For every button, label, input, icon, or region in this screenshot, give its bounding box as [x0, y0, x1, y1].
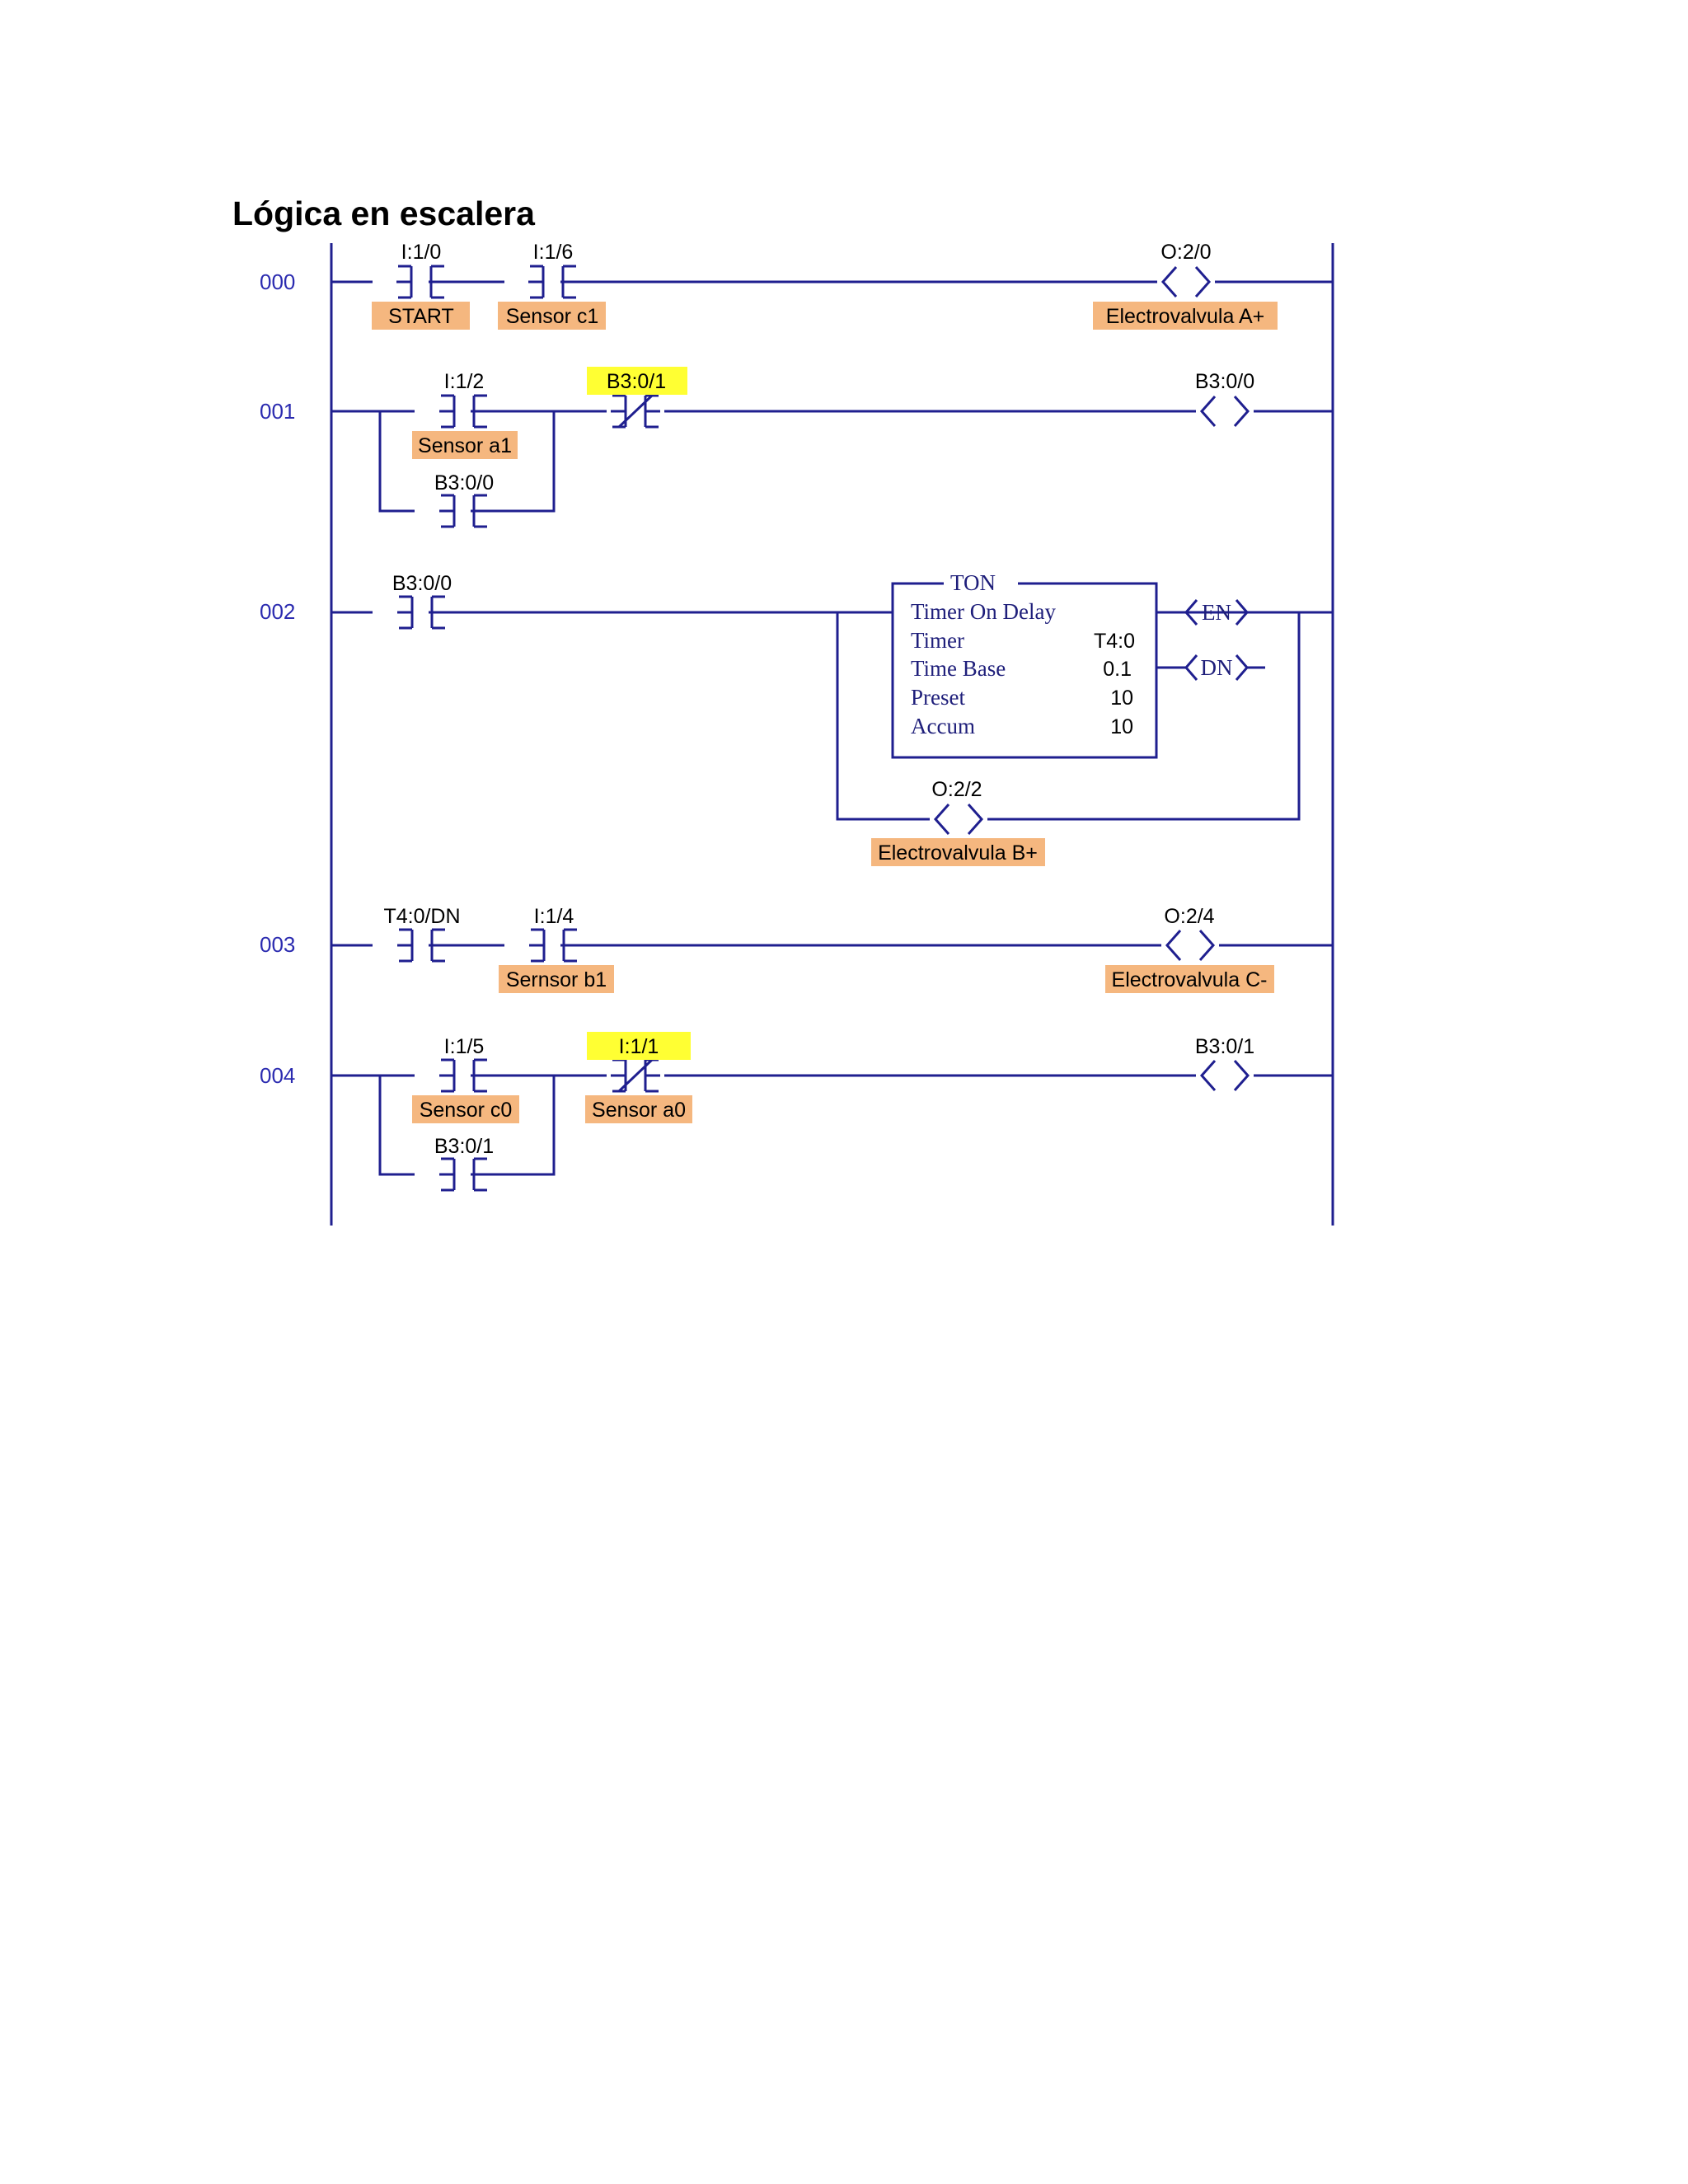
contact-address: B3:0/0 — [434, 471, 494, 494]
tag-label: Sensor a0 — [592, 1099, 686, 1122]
tag-label: START — [388, 305, 454, 328]
timer-row-value: 10 — [1110, 715, 1133, 738]
rung-002: 002 B3:0/0 TON Timer On Delay Timer T4:0… — [260, 570, 1333, 866]
timer-name: Timer On Delay — [911, 599, 1056, 624]
rung-003: 003 T4:0/DN I:1/4 O:2/4 Sernsor b1 Elect… — [260, 905, 1333, 993]
contact-address: I:1/1 — [619, 1035, 659, 1058]
contact-address: B3:0/0 — [392, 572, 452, 595]
rung-004: 004 I:1/5 Sensor c0 B3:0/1 I:1/1 Sensor … — [260, 1032, 1333, 1196]
contact-address: I:1/2 — [444, 370, 485, 393]
contact-address: I:1/0 — [401, 241, 442, 264]
timer-row-value: 0.1 — [1103, 658, 1132, 681]
tag-label: Sensor c1 — [506, 305, 599, 328]
timer-row-label: Preset — [911, 685, 965, 710]
coil-address: B3:0/1 — [1195, 1035, 1254, 1058]
rung-number: 003 — [260, 932, 295, 957]
tag-label: Electrovalvula C- — [1112, 968, 1268, 991]
rung-number: 002 — [260, 599, 295, 624]
contact-address: I:1/6 — [533, 241, 574, 264]
en-label: EN — [1202, 600, 1231, 625]
contact-address: B3:0/1 — [607, 370, 666, 393]
tag-label: Electrovalvula A+ — [1106, 305, 1264, 328]
timer-header: TON — [950, 570, 996, 595]
rung-000: 000 I:1/0 I:1/6 O:2/0 START Sensor c1 El… — [260, 241, 1333, 330]
timer-row-label: Timer — [911, 628, 964, 653]
tag-label: Sensor c0 — [420, 1099, 513, 1122]
ton-timer-block: TON Timer On Delay Timer T4:0 Time Base … — [891, 570, 1158, 759]
page-title: Lógica en escalera — [232, 194, 535, 232]
dn-label: DN — [1201, 655, 1233, 680]
timer-row-label: Accum — [911, 714, 975, 738]
timer-dn-output: DN — [1156, 654, 1265, 681]
contact-address: B3:0/1 — [434, 1135, 494, 1158]
contact-address: I:1/4 — [534, 905, 574, 928]
rung-number: 001 — [260, 399, 295, 424]
timer-row-label: Time Base — [911, 656, 1006, 681]
coil-address: O:2/0 — [1160, 241, 1211, 264]
timer-row-value: T4:0 — [1094, 630, 1135, 653]
timer-row-value: 10 — [1110, 687, 1133, 710]
contact-address: T4:0/DN — [383, 905, 460, 928]
rung-number: 000 — [260, 269, 295, 294]
contact-address: I:1/5 — [444, 1035, 485, 1058]
rung-001: 001 I:1/2 Sensor a1 B3:0/0 B3:0/1 B3:0/0 — [260, 367, 1333, 532]
coil-address: O:2/4 — [1164, 905, 1214, 928]
tag-label: Electrovalvula B+ — [878, 841, 1038, 865]
coil-address: B3:0/0 — [1195, 370, 1254, 393]
timer-en-output: EN — [1184, 599, 1249, 626]
rung-number: 004 — [260, 1063, 295, 1088]
tag-label: Sensor a1 — [418, 434, 512, 457]
tag-label: Sernsor b1 — [506, 968, 607, 991]
coil-address: O:2/2 — [931, 778, 982, 801]
